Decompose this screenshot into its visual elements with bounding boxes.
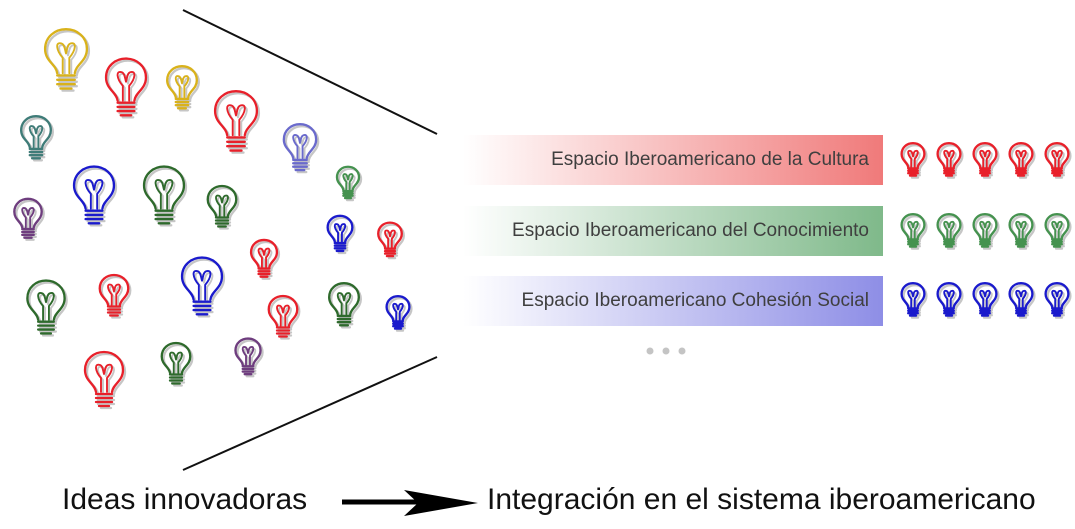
lightbulb-icon: [1044, 213, 1070, 248]
lightbulb-icon: [249, 238, 279, 278]
lightbulb-icon: [1008, 282, 1034, 317]
band-bulb-rows: [900, 142, 1072, 319]
lightbulb-icon: [20, 114, 52, 160]
arrow-right-icon: [342, 490, 478, 516]
lightbulb-icon: [13, 197, 43, 239]
lightbulb-icon: [234, 337, 262, 376]
lightbulb-icon: [972, 142, 998, 177]
lightbulb-icon: [335, 165, 361, 200]
lightbulb-icon: [1008, 213, 1034, 248]
idea-bulb-cluster: [13, 28, 413, 410]
band-culture-label: Espacio Iberoamericano de la Cultura: [551, 149, 869, 170]
lightbulb-icon: [900, 142, 926, 177]
lightbulb-icon: [83, 350, 125, 408]
lightbulb-icon: [166, 64, 198, 110]
ellipsis-dots: [646, 347, 686, 355]
lightbulb-icon: [900, 213, 926, 248]
lightbulb-icon: [900, 282, 926, 317]
lightbulb-icon: [43, 28, 89, 90]
funnel-upper-line: [182, 9, 438, 135]
lightbulb-icon: [142, 165, 186, 225]
caption-integration: Integración en el sistema iberoamericano: [487, 483, 1036, 516]
lightbulb-icon: [98, 273, 130, 317]
funnel-lower-line: [182, 356, 438, 471]
band-knowledge-label: Espacio Iberoamericano del Conocimiento: [512, 220, 869, 241]
lightbulb-icon: [972, 213, 998, 248]
lightbulb-icon: [180, 256, 224, 316]
lightbulb-icon: [385, 295, 411, 330]
band-cohesion-label: Espacio Iberoamericano Cohesión Social: [521, 290, 869, 311]
lightbulb-icon: [26, 279, 66, 335]
lightbulb-icon: [328, 281, 360, 327]
lightbulb-icon: [326, 214, 354, 253]
lightbulb-icon: [282, 123, 318, 172]
lightbulb-icon: [377, 221, 403, 258]
band-culture: Espacio Iberoamericano de la Cultura: [463, 135, 883, 185]
band-background-culture: [463, 135, 883, 185]
lightbulb-icon: [1044, 282, 1070, 317]
lightbulb-icon: [936, 213, 962, 248]
lightbulb-shadow: [106, 59, 150, 119]
lightbulb-icon: [206, 184, 238, 228]
band-background-knowledge: [463, 206, 883, 256]
lightbulb-icon: [160, 341, 192, 385]
lightbulb-icon: [936, 142, 962, 177]
lightbulb-icon: [1044, 142, 1070, 177]
lightbulb-icon: [72, 165, 116, 225]
band-cohesion: Espacio Iberoamericano Cohesión Social: [463, 276, 883, 326]
lightbulb-icon: [104, 57, 148, 117]
band-background-cohesion: [463, 276, 883, 326]
lightbulb-icon: [1008, 142, 1034, 177]
lightbulb-icon: [213, 90, 259, 152]
lightbulb-icon: [267, 294, 299, 338]
lightbulb-icon: [972, 282, 998, 317]
lightbulb-icon: [936, 282, 962, 317]
band-knowledge: Espacio Iberoamericano del Conocimiento: [463, 206, 883, 256]
caption-ideas: Ideas innovadoras: [62, 483, 308, 516]
